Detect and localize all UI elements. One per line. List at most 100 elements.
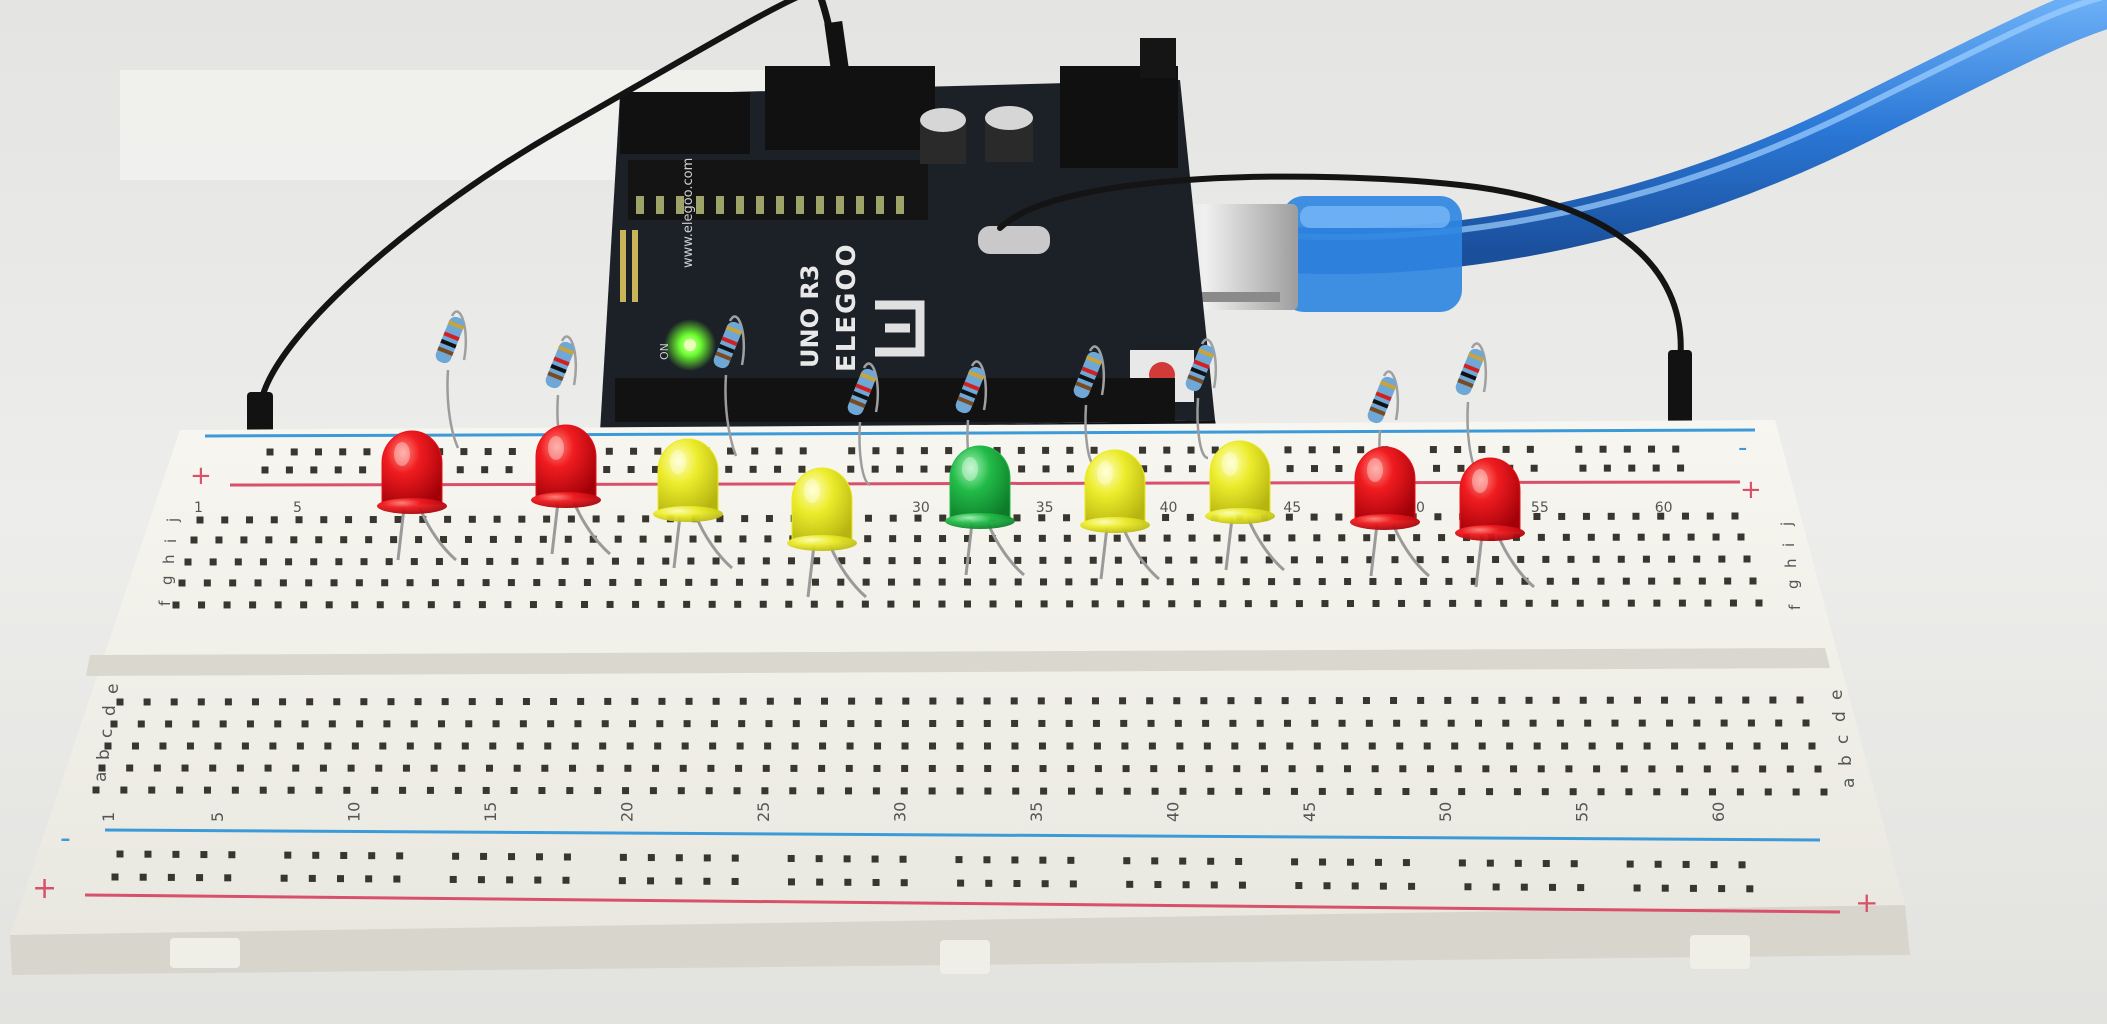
hole-lower [685, 697, 693, 705]
hole-upper [659, 578, 667, 586]
hole-upper [259, 558, 267, 566]
hole-lower [1579, 696, 1587, 704]
jumper-wire-left [259, 0, 799, 401]
hole-upper [1088, 534, 1096, 542]
rail-hole [139, 873, 147, 881]
hole-lower [454, 786, 462, 794]
hole-upper [493, 515, 501, 523]
hole-upper [558, 579, 566, 587]
hole-lower [324, 742, 332, 750]
hole-lower [360, 698, 368, 706]
hole-lower [1173, 697, 1181, 705]
hole-lower [1781, 742, 1789, 750]
hole-upper [198, 601, 206, 609]
hole-lower [351, 742, 359, 750]
hole-lower [762, 764, 770, 772]
hole-lower [465, 720, 473, 728]
hole-upper [300, 601, 308, 609]
hole-upper [964, 578, 971, 586]
hole-upper [561, 557, 569, 565]
hole-upper [912, 600, 920, 608]
hole-lower [1148, 742, 1156, 750]
hole-upper [385, 558, 393, 566]
hole-lower [1593, 765, 1601, 773]
rail-hole [1672, 445, 1680, 453]
rail-hole [1308, 446, 1316, 454]
hole-upper [1551, 599, 1559, 607]
led-red-9 [1455, 342, 1535, 589]
hole-upper [1013, 514, 1021, 522]
row-letter: j [164, 518, 182, 523]
bottom-rail-minus-line [104, 828, 1821, 842]
rail-hole [1623, 445, 1631, 453]
rail-hole [725, 465, 733, 473]
rail-hole [1017, 446, 1025, 454]
rail-hole [1478, 445, 1486, 453]
hole-lower [1584, 719, 1592, 727]
hole-upper [209, 558, 217, 566]
hole-upper [1366, 556, 1374, 564]
rail-hole [1429, 446, 1437, 454]
resistor-4 [847, 368, 877, 416]
rail-hole [284, 851, 292, 859]
hole-upper [369, 516, 377, 524]
hole-upper [1116, 578, 1124, 586]
rail-hole [787, 854, 795, 862]
rail-hole [1648, 445, 1656, 453]
rail-hole [224, 874, 232, 882]
rail-hole [1069, 880, 1077, 888]
rail-hole [1454, 446, 1462, 454]
row-letter: b [94, 749, 114, 760]
hole-lower [399, 786, 407, 794]
rail-hole [675, 854, 683, 862]
row-letter: i [162, 539, 180, 543]
row-letter: a [1839, 778, 1859, 788]
rail-hole [945, 447, 953, 455]
hole-lower [1335, 697, 1343, 705]
rail-hole [393, 875, 401, 883]
hole-upper [1445, 577, 1453, 585]
hole-upper [1238, 534, 1246, 542]
hole-upper [1597, 577, 1605, 585]
hole-lower [1121, 742, 1129, 750]
hole-upper [632, 600, 640, 608]
rail-hole [200, 851, 208, 859]
hole-lower [677, 787, 685, 795]
hole-lower [1454, 765, 1462, 773]
hole-upper [464, 535, 472, 543]
rail-hole [630, 447, 638, 455]
column-number: 60 [1655, 500, 1673, 516]
row-letter: b [1836, 755, 1856, 766]
hole-lower [434, 742, 442, 750]
hole-lower [1556, 719, 1564, 727]
rail-hole [955, 856, 963, 864]
hole-lower [1037, 697, 1045, 705]
top-minus-sign-right: - [1738, 433, 1747, 463]
row-letter: a [91, 772, 111, 782]
hole-upper [1063, 534, 1071, 542]
rail-hole [605, 447, 613, 455]
hole-upper [734, 600, 742, 608]
rail-hole [1066, 465, 1074, 473]
hole-lower [705, 787, 713, 795]
hole-upper [410, 558, 418, 566]
hole-lower [1038, 742, 1046, 750]
bottom-plus-sign: + [32, 871, 57, 906]
hole-upper [1706, 512, 1714, 520]
hole-lower [1814, 765, 1822, 773]
hole-upper [687, 557, 695, 565]
resistor-8 [1367, 376, 1397, 424]
hole-lower [224, 698, 232, 706]
resistor-5 [955, 366, 985, 414]
hole-lower [765, 720, 773, 728]
row-letter: h [160, 554, 178, 564]
hole-lower [712, 697, 720, 705]
rail-hole [1284, 446, 1292, 454]
hole-lower [458, 764, 466, 772]
hole-lower [1365, 719, 1373, 727]
hole-lower [596, 764, 604, 772]
rail-hole [480, 852, 488, 860]
rail-hole [1164, 465, 1172, 473]
rail-hole [314, 448, 322, 456]
